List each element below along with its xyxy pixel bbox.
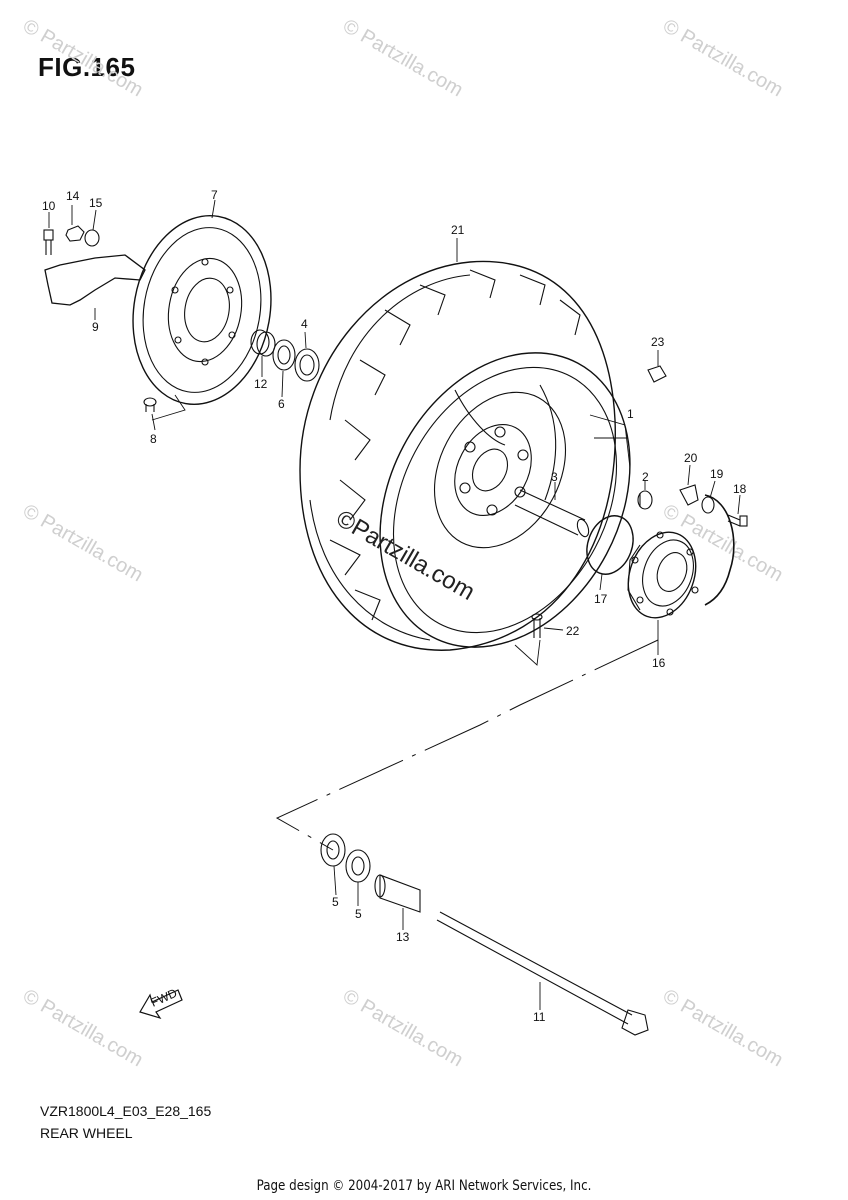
callout-7: 7 [211,188,218,202]
callout-3: 3 [551,470,558,484]
snap-ring [704,494,735,606]
callout-2: 2 [642,470,649,484]
assembly-line [275,639,659,851]
wheel-bearing-left [320,833,346,867]
nut [65,225,85,242]
tire [299,260,616,651]
callout-6: 6 [278,397,285,411]
wheel-rim [379,352,631,648]
bracket-bolt [43,229,54,255]
callout-20: 20 [684,451,698,465]
bushing [701,496,715,514]
disc-bolt [143,397,157,412]
figure-title: FIG.165 [38,52,136,82]
spacer [637,490,653,510]
oil-seal [272,339,296,371]
tire-valve [531,613,543,638]
callouts: 1 2 3 4 5 5 6 7 8 9 10 11 12 13 14 15 16… [42,188,747,1024]
wheel-bearing-right [345,849,371,883]
callout-10: 10 [42,199,56,213]
washer [679,484,699,506]
callout-14: 14 [66,189,80,203]
section-name: REAR WHEEL [40,1125,133,1141]
callout-5: 5 [332,895,339,909]
fwd-arrow-icon: FWD [139,986,183,1020]
brake-disc [132,215,272,405]
callout-8: 8 [150,432,157,446]
callout-18: 18 [733,482,747,496]
callout-19: 19 [710,467,724,481]
page-credit: Page design © 2004-2017 by ARI Network S… [256,1178,592,1194]
balance-weight [647,365,667,383]
callout-21: 21 [451,223,465,237]
callout-23: 23 [651,335,665,349]
callout-17: 17 [594,592,608,606]
callout-16: 16 [652,656,666,670]
bearing [294,348,320,382]
leader-lines [48,199,741,1010]
callout-15: 15 [89,196,103,210]
callout-11: 11 [533,1010,546,1024]
callout-22: 22 [566,624,580,638]
rear-axle [436,911,649,1036]
callout-13: 13 [396,930,410,944]
o-ring [586,515,634,575]
callout-9: 9 [92,320,99,334]
callout-4: 4 [301,317,308,331]
model-code: VZR1800L4_E03_E28_165 [40,1103,212,1119]
bracket-washer [84,229,100,247]
drive-flange [627,531,699,619]
wheel-spacer [374,874,421,913]
callout-1: 1 [627,407,634,421]
collar [250,329,276,357]
callout-5: 5 [355,907,362,921]
caliper-bracket [44,254,146,306]
axle-sleeve [514,489,590,538]
bolt [727,514,748,527]
callout-12: 12 [254,377,268,391]
